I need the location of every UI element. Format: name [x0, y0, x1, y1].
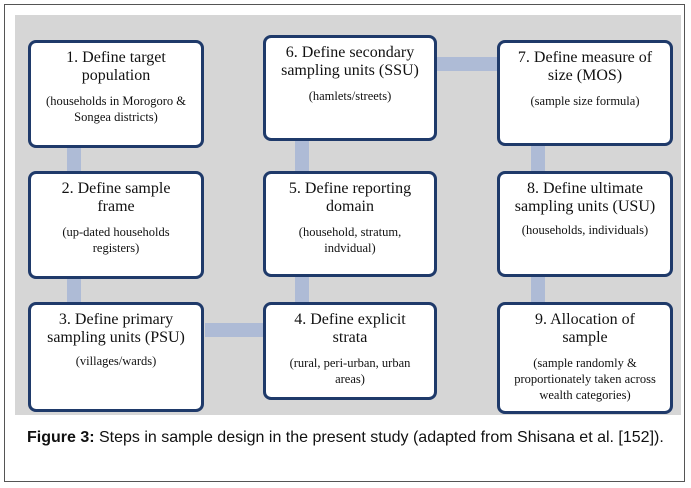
- connector-6-7: [435, 57, 503, 71]
- step-9-detail: (sample randomly & proportionately taken…: [514, 356, 656, 402]
- step-8-box: 8. Define ultimate sampling units (USU) …: [497, 171, 673, 277]
- connector-1-2: [67, 139, 81, 179]
- step-6-box: 6. Define secondary sampling units (SSU)…: [263, 35, 437, 141]
- step-2-detail: (up-dated households registers): [62, 225, 170, 255]
- step-5-detail: (household, stratum, indvidual): [298, 225, 402, 255]
- connector-8-9: [531, 277, 545, 309]
- step-2-box: 2. Define sample frame (up-dated househo…: [28, 171, 204, 279]
- step-4-box: 4. Define explicit strata (rural, peri-u…: [263, 302, 437, 400]
- step-3-box: 3. Define primary sampling units (PSU) (…: [28, 302, 204, 412]
- step-9-title: 9. Allocation of sample: [535, 311, 635, 346]
- connector-3-4: [205, 323, 267, 337]
- figure-frame: 1. Define target population (households …: [4, 4, 685, 482]
- connector-4-5: [295, 277, 309, 309]
- step-6-detail: (hamlets/streets): [308, 89, 392, 103]
- step-4-detail: (rural, peri-urban, urban areas): [289, 356, 411, 386]
- step-3-title: 3. Define primary sampling units (PSU): [47, 311, 185, 346]
- connector-7-8: [531, 145, 545, 179]
- step-5-title: 5. Define reporting domain: [288, 180, 412, 215]
- connector-2-3: [67, 279, 81, 309]
- figure-caption: Figure 3: Steps in sample design in the …: [27, 428, 677, 448]
- step-5-box: 5. Define reporting domain (household, s…: [263, 171, 437, 277]
- step-6-title: 6. Define secondary sampling units (SSU): [281, 44, 419, 79]
- caption-label: Figure 3:: [27, 429, 95, 446]
- step-9-box: 9. Allocation of sample (sample randomly…: [497, 302, 673, 414]
- step-2-title: 2. Define sample frame: [61, 180, 171, 215]
- step-7-detail: (sample size formula): [530, 94, 640, 108]
- step-3-detail: (villages/wards): [75, 354, 157, 368]
- step-1-box: 1. Define target population (households …: [28, 40, 204, 148]
- step-8-detail: (households, individuals): [521, 223, 649, 237]
- diagram-panel: 1. Define target population (households …: [15, 15, 681, 415]
- caption-text: Steps in sample design in the present st…: [94, 429, 664, 446]
- step-4-title: 4. Define explicit strata: [294, 311, 406, 346]
- step-1-title: 1. Define target population: [66, 49, 166, 84]
- step-8-title: 8. Define ultimate sampling units (USU): [514, 180, 656, 215]
- step-7-box: 7. Define measure of size (MOS) (sample …: [497, 40, 673, 146]
- step-1-detail: (households in Morogoro & Songea distric…: [46, 94, 186, 124]
- step-7-title: 7. Define measure of size (MOS): [517, 49, 653, 84]
- connector-5-6: [295, 139, 309, 179]
